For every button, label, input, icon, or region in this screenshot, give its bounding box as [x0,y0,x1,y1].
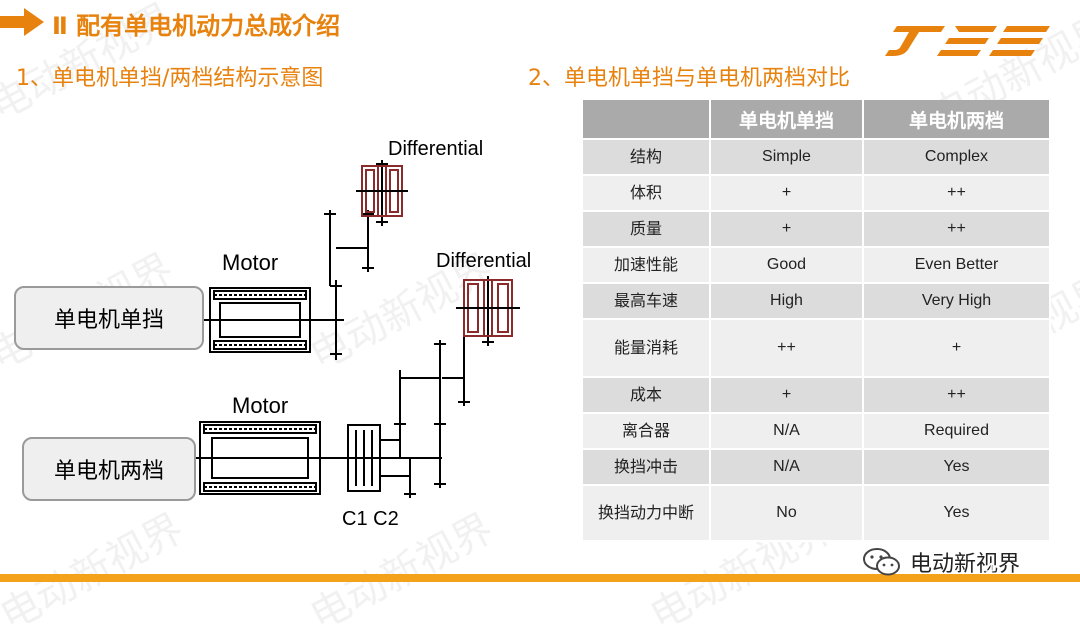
page-number: 4 [985,561,994,578]
row-label: 最高车速 [583,283,711,320]
row-label: 能量消耗 [583,319,711,378]
differential-label-bottom: Differential [436,250,532,272]
table-cell: Yes [863,449,1051,486]
table-cell: Even Better [863,247,1051,284]
jee-logo [885,26,1050,56]
table-row: 质量 + ++ [583,211,1051,248]
two-speed-label: 单电机两档 [22,437,196,501]
table-cell: + [863,319,1051,378]
table-cell: Required [863,413,1051,450]
table-cell: N/A [710,449,864,486]
table-cell: ++ [863,211,1051,248]
row-label: 换挡动力中断 [583,485,711,542]
table-cell: ++ [710,319,864,378]
clutch-labels: C1 C2 [342,508,399,530]
comparison-table: 单电机单挡 单电机两档 结构 Simple Complex 体积 + ++ 质量… [583,100,1051,542]
row-label: 体积 [583,175,711,212]
table-cell: + [710,211,864,248]
table-row: 成本 + ++ [583,377,1051,414]
table-cell: No [710,485,864,542]
table-cell: Simple [710,139,864,176]
table-row: 结构 Simple Complex [583,139,1051,176]
table-cell: + [710,175,864,212]
table-cell: Good [710,247,864,284]
wechat-icon [863,548,900,576]
table-cell: + [710,377,864,414]
footer-brand-text: 电动新视界 [910,552,1021,577]
table-cell: ++ [863,377,1051,414]
table-cell: High [710,283,864,320]
header-arrow-icon [0,8,44,36]
row-label: 离合器 [583,413,711,450]
table-header-row: 单电机单挡 单电机两档 [583,100,1051,140]
table-row: 能量消耗 ++ + [583,319,1051,378]
table-cell: N/A [710,413,864,450]
page-title: Ⅱ 配有单电机动力总成介绍 [52,12,341,40]
left-subtitle: 1、单电机单挡/两档结构示意图 [16,66,324,91]
motor-label-bottom: Motor [232,393,289,418]
differential-label-top: Differential [388,138,484,160]
table-row: 加速性能 Good Even Better [583,247,1051,284]
row-label: 加速性能 [583,247,711,284]
row-label: 换挡冲击 [583,449,711,486]
powertrain-schematic [194,160,520,498]
table-cell: Complex [863,139,1051,176]
row-label: 成本 [583,377,711,414]
motor-label-top: Motor [222,250,279,275]
column-header-blank [583,100,711,140]
row-label: 质量 [583,211,711,248]
column-header: 单电机单挡 [710,100,864,140]
table-row: 最高车速 High Very High [583,283,1051,320]
footer-brand: 电动新视界 [862,546,1020,578]
single-speed-label: 单电机单挡 [14,286,204,350]
table-cell: Very High [863,283,1051,320]
right-subtitle: 2、单电机单挡与单电机两档对比 [528,66,850,91]
table-cell: ++ [863,175,1051,212]
table-row: 换挡动力中断 No Yes [583,485,1051,542]
table-row: 体积 + ++ [583,175,1051,212]
table-row: 离合器 N/A Required [583,413,1051,450]
row-label: 结构 [583,139,711,176]
table-cell: Yes [863,485,1051,542]
table-row: 换挡冲击 N/A Yes [583,449,1051,486]
column-header: 单电机两档 [863,100,1051,140]
footer-bar [0,574,1080,582]
